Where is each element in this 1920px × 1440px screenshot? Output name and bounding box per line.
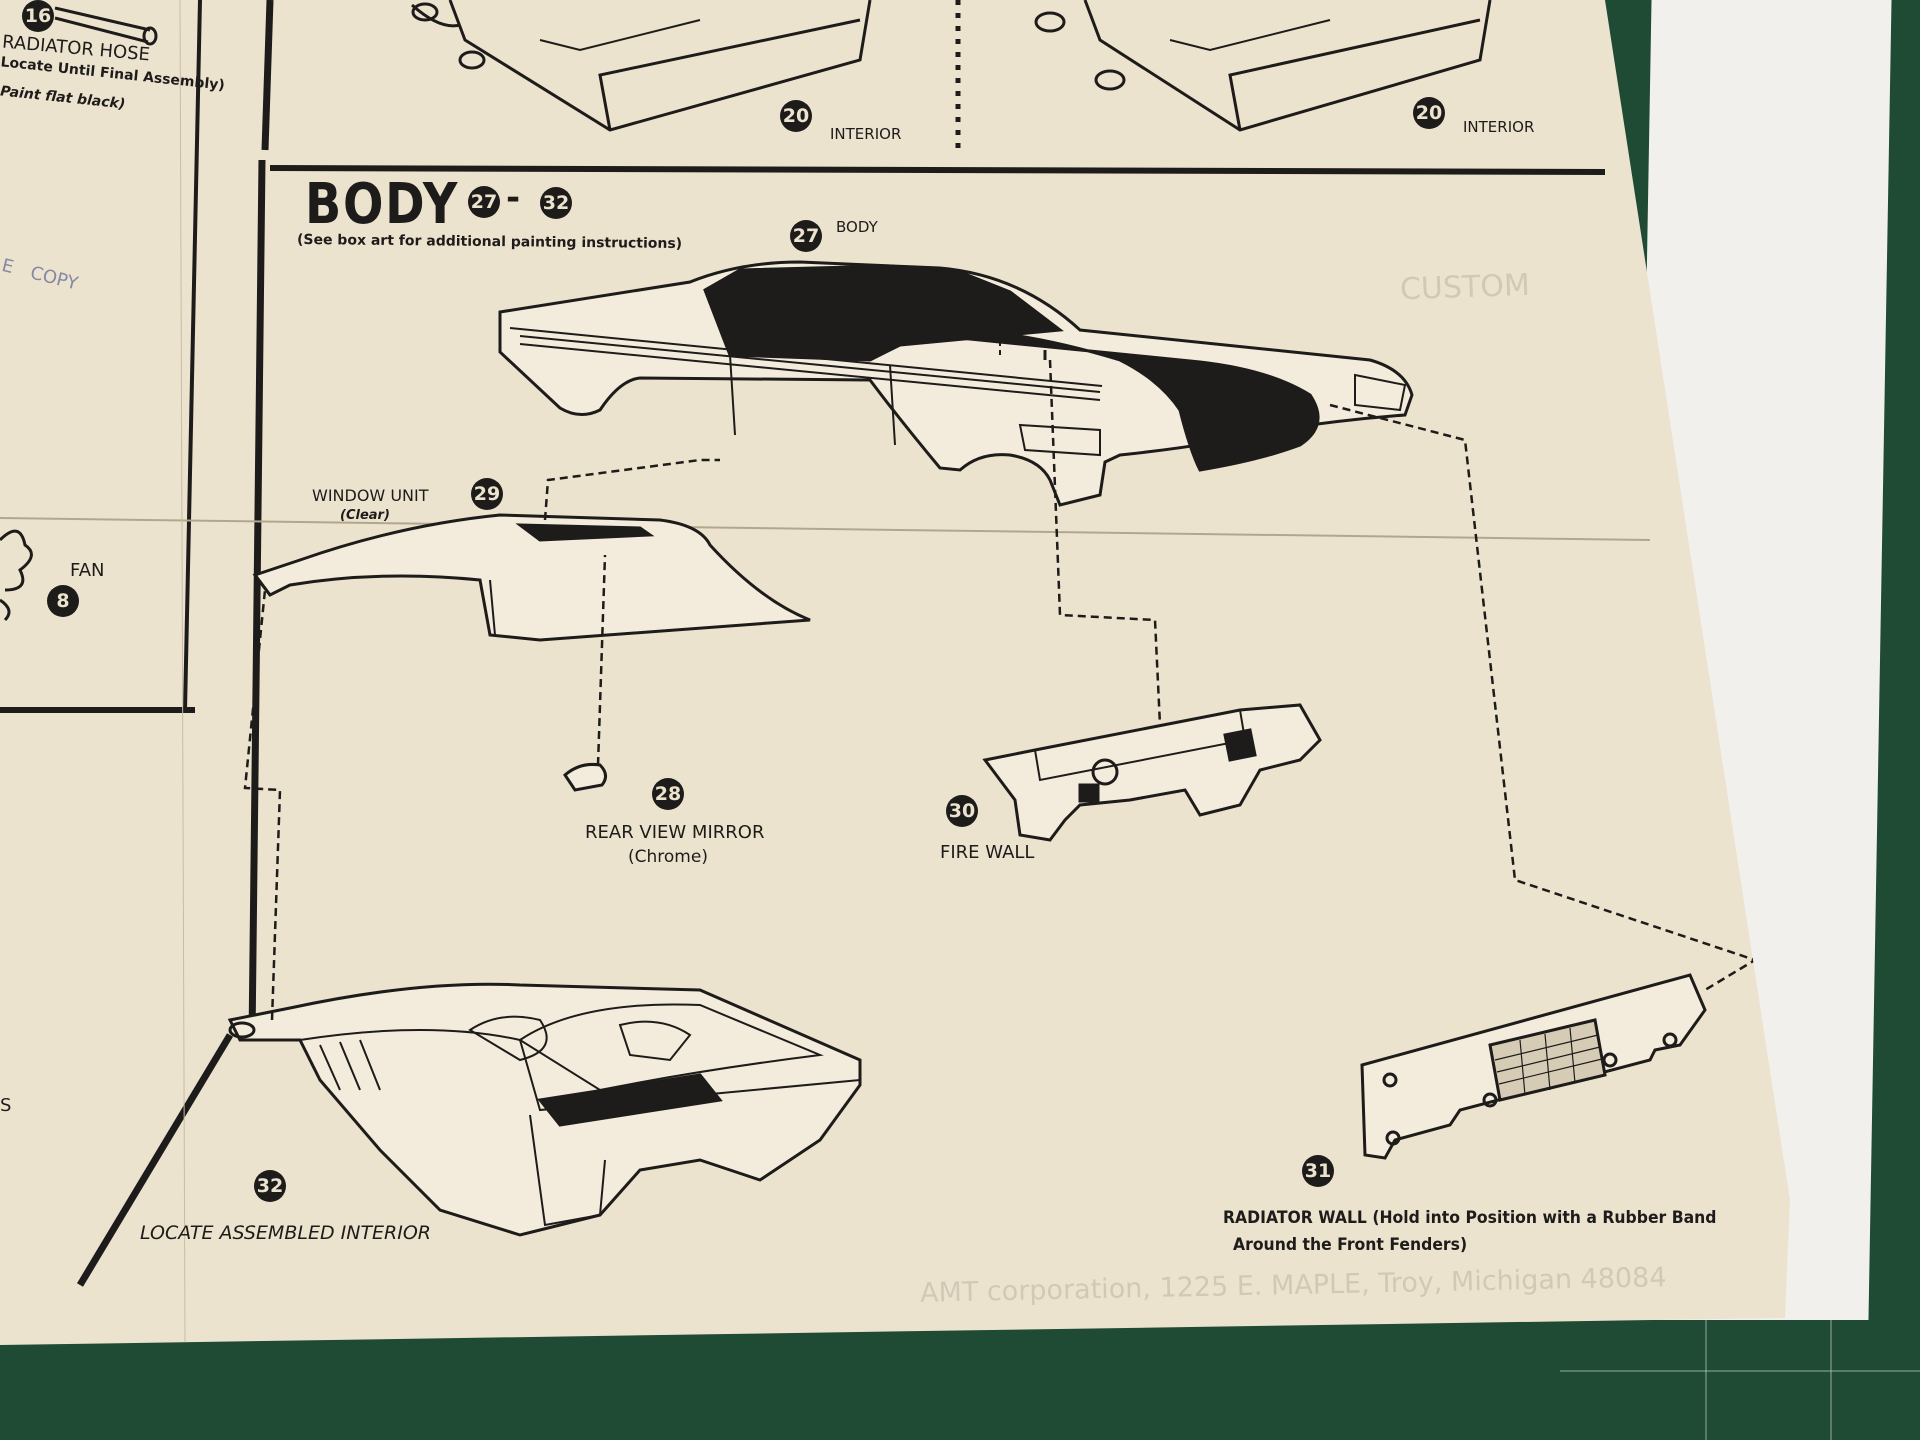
interior-label-right: INTERIOR bbox=[1463, 118, 1535, 136]
border-line bbox=[248, 159, 266, 1041]
body-shell-drawing bbox=[498, 260, 1414, 507]
range-dash: - bbox=[506, 178, 521, 218]
window-unit-drawing bbox=[252, 513, 811, 642]
paper-fold bbox=[179, 0, 186, 1345]
interior-tub-drawing-left bbox=[411, 0, 872, 132]
rear-view-mirror-note: (Chrome) bbox=[628, 847, 708, 867]
interior-tub-drawing-right bbox=[1034, 0, 1492, 132]
step-31-badge: 31 bbox=[1302, 1155, 1334, 1187]
step-29-badge: 29 bbox=[471, 478, 503, 510]
body-label: BODY bbox=[836, 218, 878, 236]
radiator-wall-drawing bbox=[1360, 973, 1707, 1160]
assembled-interior-drawing bbox=[227, 982, 862, 1237]
step-20-badge-right: 20 bbox=[1413, 97, 1445, 129]
window-unit-label: WINDOW UNIT bbox=[312, 486, 429, 505]
edge-letter: S bbox=[0, 1095, 12, 1116]
rear-view-mirror-drawing bbox=[563, 763, 607, 792]
border-line bbox=[261, 0, 274, 151]
range-end-badge: 32 bbox=[540, 187, 572, 219]
fan-drawing bbox=[0, 529, 33, 622]
border-line bbox=[269, 165, 1606, 175]
step-27-badge: 27 bbox=[790, 220, 822, 252]
step-28-badge: 28 bbox=[652, 778, 684, 810]
assembly-guide-lines bbox=[243, 359, 1758, 1021]
border-line bbox=[76, 1033, 234, 1287]
assembly-diagram bbox=[0, 0, 1758, 1345]
step-30-badge: 30 bbox=[946, 795, 978, 827]
rear-view-mirror-label: REAR VIEW MIRROR bbox=[585, 822, 765, 843]
section-title: BODY bbox=[305, 172, 460, 237]
fan-label: FAN bbox=[70, 560, 105, 581]
radiator-hose-drawing bbox=[54, 6, 158, 46]
fire-wall-label: FIRE WALL bbox=[940, 842, 1035, 863]
interior-label-left: INTERIOR bbox=[830, 125, 902, 143]
step-32-badge: 32 bbox=[254, 1170, 286, 1202]
range-start-badge: 27 bbox=[468, 186, 500, 218]
fire-wall-drawing bbox=[982, 703, 1322, 842]
window-unit-note: (Clear) bbox=[340, 508, 390, 523]
step-20-badge-left: 20 bbox=[780, 100, 812, 132]
radiator-wall-note: Around the Front Fenders) bbox=[1233, 1235, 1468, 1255]
assembled-interior-label: LOCATE ASSEMBLED INTERIOR bbox=[140, 1222, 432, 1244]
radiator-wall-label: RADIATOR WALL (Hold into Position with a… bbox=[1223, 1208, 1717, 1228]
mat-grid-line bbox=[1560, 1370, 1920, 1372]
instruction-sheet: AMT corporation, 1225 E. MAPLE, Troy, Mi… bbox=[0, 0, 1790, 1345]
paper-fold bbox=[0, 517, 1651, 541]
step-16-badge: 16 bbox=[22, 0, 54, 32]
border-line bbox=[183, 0, 202, 711]
step-8-badge: 8 bbox=[47, 585, 79, 617]
